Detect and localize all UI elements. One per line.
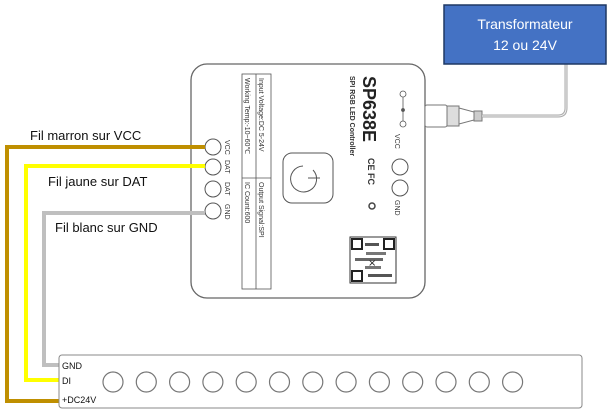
led [235, 371, 257, 393]
pin-gnd [204, 202, 222, 220]
spec-temp: Working Temp:-10~60℃ [243, 78, 250, 154]
pin-gnd-label: GND [223, 204, 230, 220]
led [169, 371, 191, 393]
led [102, 371, 124, 393]
led [368, 371, 390, 393]
model-name: SP638E [359, 76, 379, 142]
qr-code: × [349, 236, 397, 284]
pin-right-gnd [391, 179, 409, 197]
pin-vcc-label: VCC [223, 140, 230, 155]
led [435, 371, 457, 393]
pin-dat1-label: DAT [223, 160, 230, 174]
dc-plug [424, 104, 483, 128]
transformer-line2: 12 ou 24V [493, 37, 557, 53]
led [335, 371, 357, 393]
led [202, 371, 224, 393]
led [402, 371, 424, 393]
pin-right-vcc [391, 158, 409, 176]
led [501, 371, 524, 393]
label-yellow-wire: Fil jaune sur DAT [48, 174, 148, 189]
recycle-icon [368, 202, 376, 210]
transformer-line1: Transformateur [477, 16, 573, 32]
dc-polarity-icon [399, 90, 407, 128]
spec-input: Input Voltage:DC 5-24V [257, 78, 264, 152]
label-white-wire: Fil blanc sur GND [55, 220, 158, 235]
label-brown-wire: Fil marron sur VCC [30, 128, 141, 143]
spec-ic: IC Count:600 [243, 182, 250, 223]
wire-white-gnd [42, 211, 205, 367]
led [268, 371, 291, 393]
pin-dat-1 [204, 158, 222, 176]
strip-vcc-label: +DC24V [62, 395, 96, 405]
strip-di-label: DI [62, 376, 71, 386]
pin-right-vcc-label: VCC [393, 134, 400, 149]
pin-dat-2 [204, 180, 222, 198]
pin-right-gnd-label: GND [393, 200, 400, 216]
led [302, 371, 324, 393]
model-subtitle: SPI RGB LED Controller [348, 76, 355, 156]
cert-marks: CE FC [366, 158, 376, 186]
power-cable [482, 64, 568, 118]
spec-label-box [241, 73, 272, 290]
spec-output: Output Signal:SPI [257, 182, 264, 238]
pin-vcc [204, 138, 222, 156]
led [135, 371, 157, 393]
pin-dat2-label: DAT [223, 182, 230, 196]
strip-gnd-label: GND [62, 361, 83, 371]
power-icon [290, 165, 320, 193]
transformer-box [443, 4, 607, 65]
wire-yellow-dat [24, 164, 205, 382]
led [468, 371, 490, 393]
svg-text:×: × [368, 258, 376, 269]
wire-brown-vcc [5, 145, 205, 403]
